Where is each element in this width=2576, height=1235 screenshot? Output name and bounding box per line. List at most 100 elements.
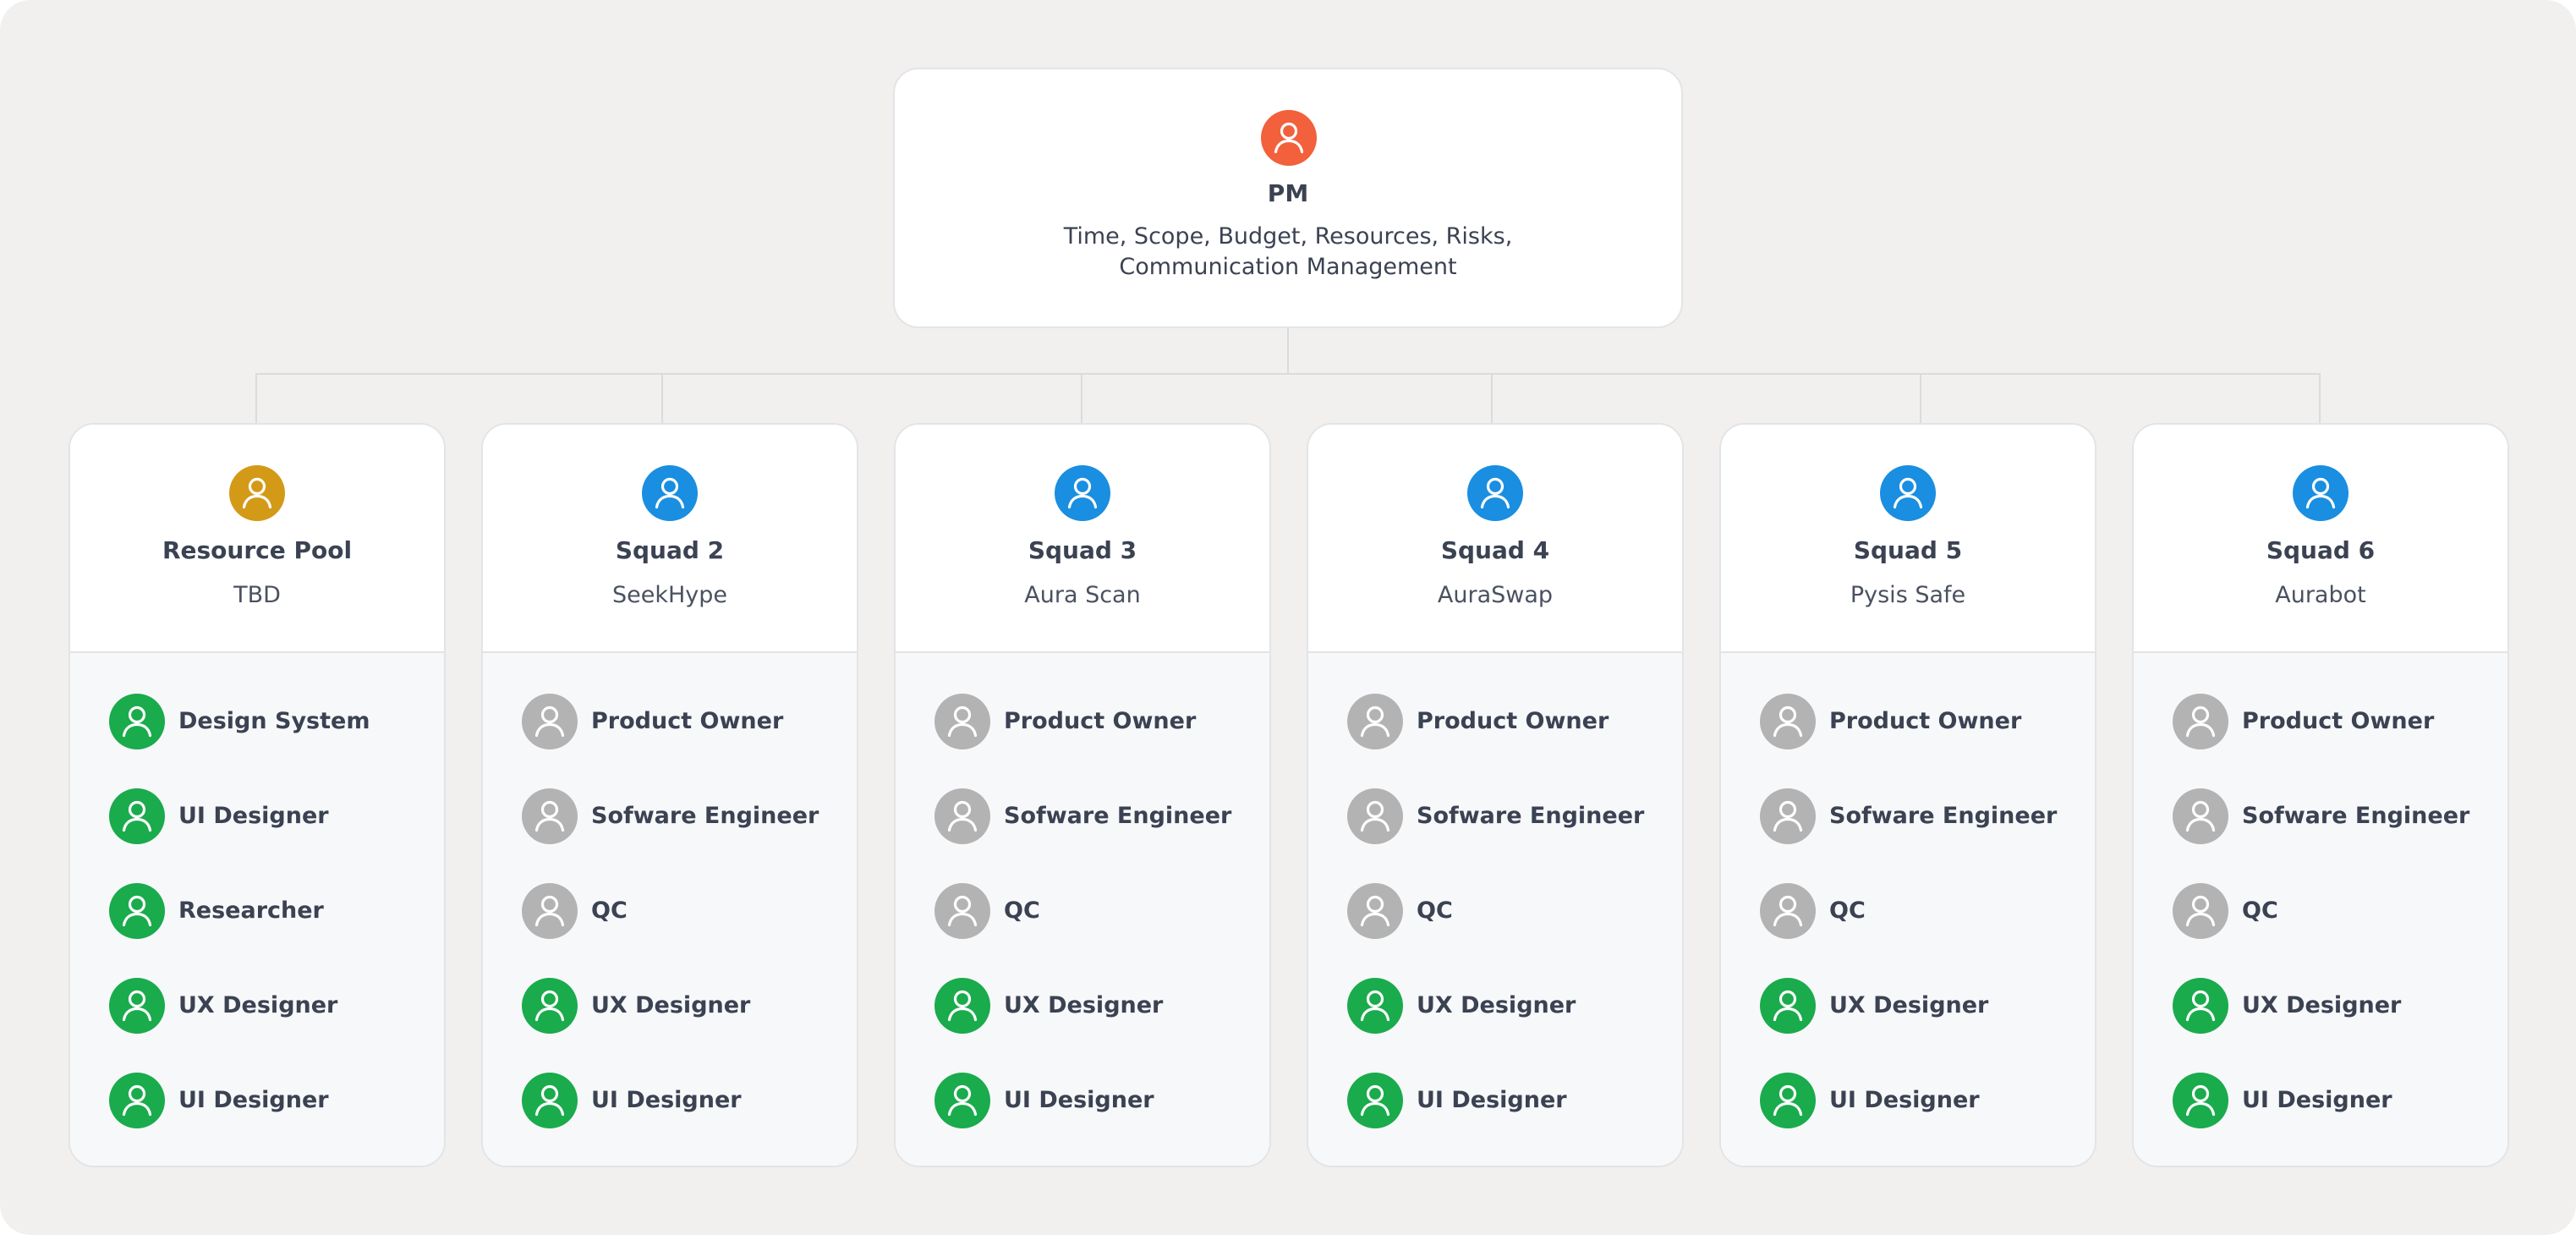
person-icon — [109, 978, 165, 1034]
person-icon — [1880, 465, 1936, 521]
squad-subtitle: Aura Scan — [1024, 582, 1141, 608]
squad-subtitle: Pysis Safe — [1850, 582, 1966, 608]
member-item[interactable]: UI Designer — [109, 1073, 430, 1128]
member-item[interactable]: QC — [1347, 883, 1669, 939]
person-icon — [1760, 978, 1816, 1034]
member-item[interactable]: QC — [1760, 883, 2081, 939]
member-role-label: Sofware Engineer — [591, 803, 819, 829]
squad-title: Squad 3 — [1028, 536, 1137, 564]
drop-line-3 — [1081, 373, 1082, 424]
squad-title: Squad 2 — [615, 536, 725, 564]
member-item[interactable]: QC — [934, 883, 1256, 939]
squad-title: Resource Pool — [162, 536, 353, 564]
member-role-label: Product Owner — [1004, 708, 1197, 734]
person-icon — [1347, 1073, 1403, 1128]
pm-card[interactable]: PM Time, Scope, Budget, Resources, Risks… — [893, 68, 1683, 328]
pm-description-line: Communication Management — [1119, 254, 1457, 280]
member-item[interactable]: UX Designer — [1347, 978, 1669, 1034]
squad-header: Squad 2 SeekHype — [483, 425, 857, 653]
member-item[interactable]: UX Designer — [2173, 978, 2494, 1034]
person-icon — [1055, 465, 1110, 521]
horizontal-bus-line — [255, 373, 2321, 375]
member-role-label: UX Designer — [1417, 992, 1576, 1018]
person-icon — [522, 694, 578, 749]
member-role-label: QC — [1829, 897, 1866, 924]
person-icon — [934, 694, 990, 749]
squad-subtitle: SeekHype — [611, 582, 728, 608]
squad-subtitle: Aurabot — [2275, 582, 2366, 608]
member-item[interactable]: UI Designer — [522, 1073, 843, 1128]
member-item[interactable]: Design System — [109, 694, 430, 749]
member-item[interactable]: UX Designer — [1760, 978, 2081, 1034]
person-icon — [522, 1073, 578, 1128]
member-item[interactable]: Product Owner — [1760, 694, 2081, 749]
member-role-label: Product Owner — [1829, 708, 2022, 734]
person-icon — [229, 465, 285, 521]
member-item[interactable]: UX Designer — [522, 978, 843, 1034]
drop-line-5 — [1920, 373, 1921, 424]
squad-title: Squad 4 — [1440, 536, 1550, 564]
member-item[interactable]: QC — [522, 883, 843, 939]
member-role-label: UX Designer — [591, 992, 751, 1018]
drop-line-6 — [2319, 373, 2321, 424]
person-icon — [2173, 978, 2228, 1034]
person-icon — [1760, 883, 1816, 939]
member-role-label: UI Designer — [178, 803, 329, 829]
person-icon — [1760, 788, 1816, 844]
member-item[interactable]: UX Designer — [109, 978, 430, 1034]
member-item[interactable]: UI Designer — [109, 788, 430, 844]
person-icon — [934, 883, 990, 939]
member-item[interactable]: Product Owner — [522, 694, 843, 749]
member-item[interactable]: UI Designer — [1760, 1073, 2081, 1128]
member-item[interactable]: Researcher — [109, 883, 430, 939]
pm-description-line: Time, Scope, Budget, Resources, Risks, — [1063, 223, 1513, 250]
person-icon — [522, 788, 578, 844]
member-item[interactable]: Sofware Engineer — [522, 788, 843, 844]
person-icon — [1760, 694, 1816, 749]
member-item[interactable]: Sofware Engineer — [1347, 788, 1669, 844]
person-icon — [2173, 788, 2228, 844]
member-item[interactable]: Product Owner — [1347, 694, 1669, 749]
squad-header: Squad 4 AuraSwap — [1308, 425, 1682, 653]
person-icon — [1347, 788, 1403, 844]
member-item[interactable]: Product Owner — [2173, 694, 2494, 749]
member-item[interactable]: UX Designer — [934, 978, 1256, 1034]
member-role-label: UX Designer — [178, 992, 338, 1018]
member-role-label: Product Owner — [2242, 708, 2435, 734]
squad-subtitle: AuraSwap — [1437, 582, 1554, 608]
member-item[interactable]: UI Designer — [2173, 1073, 2494, 1128]
person-icon — [2173, 883, 2228, 939]
person-icon — [2293, 465, 2349, 521]
member-item[interactable]: UI Designer — [934, 1073, 1256, 1128]
member-item[interactable]: QC — [2173, 883, 2494, 939]
member-item[interactable]: Sofware Engineer — [2173, 788, 2494, 844]
pm-title: PM — [1267, 179, 1309, 207]
pm-stem-line — [1287, 328, 1289, 374]
member-role-label: QC — [1004, 897, 1040, 924]
member-item[interactable]: UI Designer — [1347, 1073, 1669, 1128]
member-item[interactable]: Sofware Engineer — [934, 788, 1256, 844]
member-item[interactable]: Product Owner — [934, 694, 1256, 749]
person-icon — [1347, 694, 1403, 749]
member-role-label: UI Designer — [178, 1087, 329, 1113]
member-item[interactable]: Sofware Engineer — [1760, 788, 2081, 844]
person-icon — [934, 1073, 990, 1128]
member-role-label: QC — [2242, 897, 2278, 924]
member-role-label: Product Owner — [591, 708, 784, 734]
member-role-label: UI Designer — [2242, 1087, 2392, 1113]
person-icon — [934, 978, 990, 1034]
member-role-label: UX Designer — [1829, 992, 1989, 1018]
